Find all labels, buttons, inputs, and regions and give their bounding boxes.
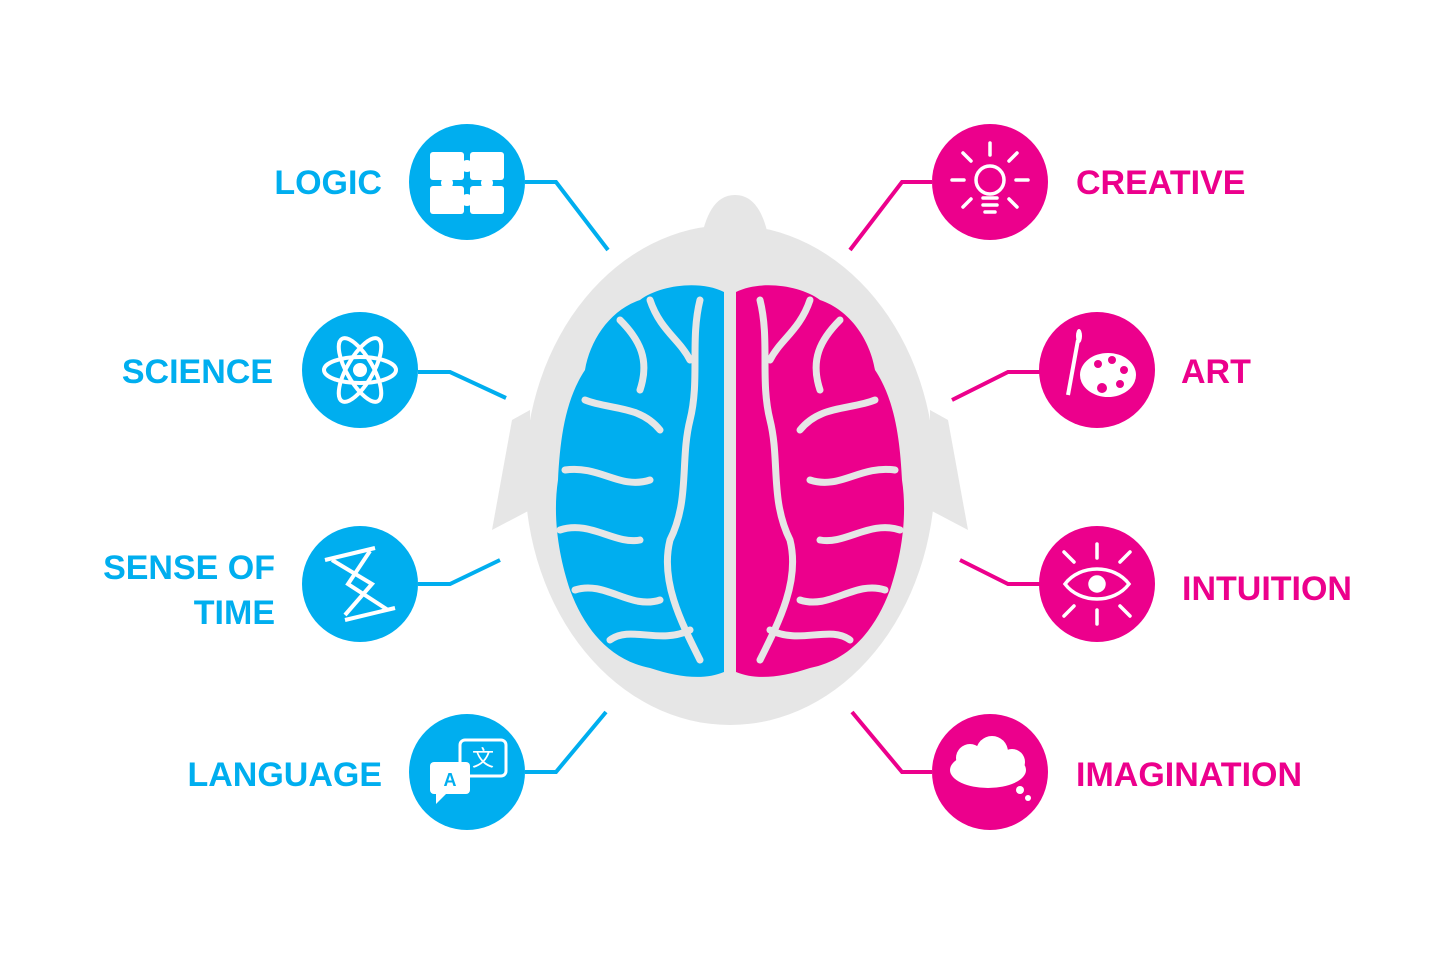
svg-text:A: A [444, 770, 457, 790]
lightbulb-icon [950, 141, 1030, 214]
label-art: ART [1181, 353, 1251, 391]
left-connectors [418, 180, 610, 774]
label-intuition: INTUITION [1182, 570, 1352, 608]
node-intuition: INTUITION [1039, 526, 1352, 642]
label-sense-of-time-2: TIME [194, 594, 275, 632]
label-imagination: IMAGINATION [1076, 756, 1302, 794]
puzzle-icon [430, 152, 504, 214]
label-language: LANGUAGE [187, 756, 382, 794]
palette-icon [1066, 329, 1136, 397]
svg-text:文: 文 [472, 747, 494, 772]
node-sense-of-time: SENSE OF TIME [103, 526, 418, 642]
label-logic: LOGIC [274, 164, 382, 202]
right-hemisphere [736, 285, 905, 677]
node-language: 文 A LANGUAGE [187, 714, 525, 830]
node-imagination: IMAGINATION [932, 714, 1302, 830]
right-connectors [848, 180, 1040, 774]
translate-icon: 文 A [430, 738, 508, 804]
left-hemisphere [555, 285, 724, 677]
atom-icon [322, 336, 398, 404]
node-art: ART [1039, 312, 1251, 428]
label-creative: CREATIVE [1076, 164, 1245, 202]
eye-icon [1062, 542, 1132, 626]
node-science: SCIENCE [122, 312, 418, 428]
hourglass-icon [324, 546, 396, 622]
node-creative: CREATIVE [932, 124, 1245, 240]
node-logic: LOGIC [274, 124, 525, 240]
thought-cloud-icon [950, 736, 1031, 801]
label-sense-of-time-1: SENSE OF [103, 549, 275, 587]
label-science: SCIENCE [122, 353, 273, 391]
